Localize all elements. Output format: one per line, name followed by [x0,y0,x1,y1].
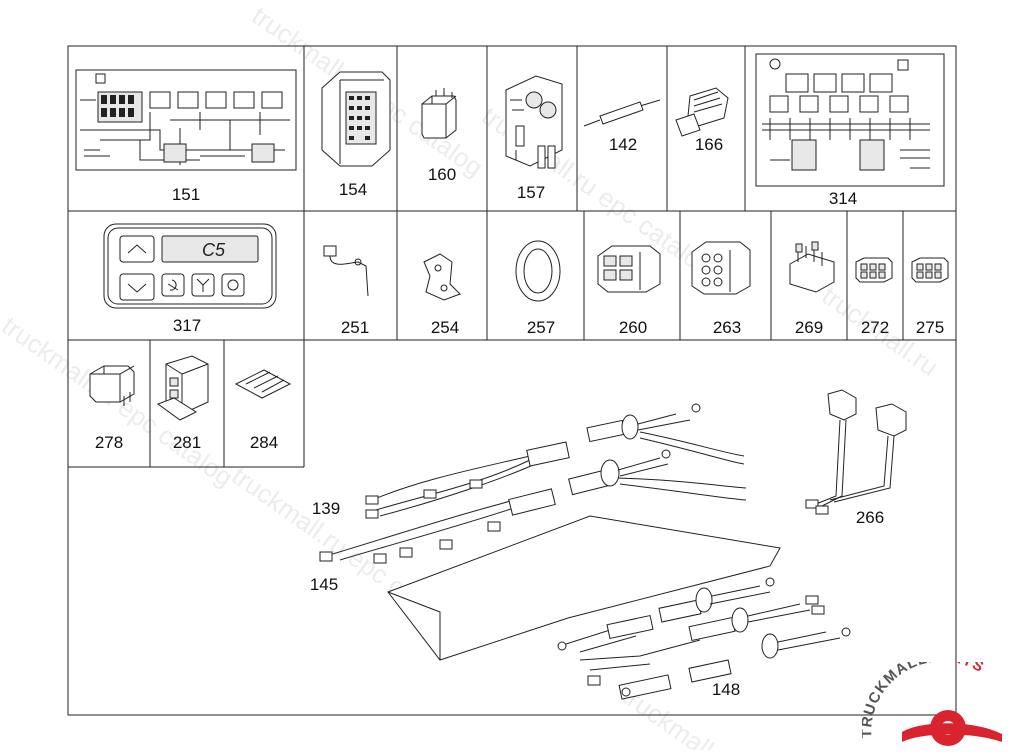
part-154-control-module[interactable]: 154 [321,71,391,199]
part-label: 251 [341,318,369,337]
part-label: 254 [431,318,459,337]
brand-name-part2: PARTS [927,662,988,676]
part-label: 151 [172,185,200,204]
part-139-wiring-harness[interactable]: 139 [312,403,745,519]
recirculation-icon [167,279,179,291]
part-label: 284 [250,433,278,452]
part-166-sensor[interactable]: 166 [675,87,729,154]
display-screen [161,235,259,263]
part-label: 275 [916,318,944,337]
gear-icon [902,710,1002,746]
part-label: 266 [856,508,884,527]
up-button[interactable] [119,235,155,263]
part-label: 278 [95,433,123,452]
part-254-bracket[interactable]: 254 [423,253,461,337]
chevron-up-icon [127,244,147,254]
part-151-circuit-board[interactable]: 151 [75,69,297,204]
heat-button[interactable] [221,273,245,297]
sun-icon [227,279,239,291]
part-260-connector[interactable]: 260 [597,245,661,337]
part-label: 160 [428,165,456,184]
mode-button[interactable] [161,273,185,297]
part-label: 317 [173,316,201,335]
part-281-relay-holder[interactable]: 281 [156,355,209,452]
part-142-fuse[interactable]: 142 [583,99,661,154]
part-314-control-board[interactable]: 314 [755,53,945,208]
display-text: C5 [202,240,226,260]
part-263-connector[interactable]: 263 [691,241,751,337]
part-145-wiring-harness[interactable]: 145 [310,449,747,594]
part-266-wiring-harness[interactable]: 266 [805,389,907,527]
part-257-seal-ring[interactable]: 257 [515,240,561,337]
part-label: 257 [527,318,555,337]
part-label: 148 [712,680,740,699]
down-button[interactable] [119,273,155,301]
chevron-down-icon [127,283,147,293]
fan-icon [196,278,210,292]
part-label: 263 [713,318,741,337]
part-label: 281 [173,433,201,452]
truckmall-parts-logo: TRUCKMALLPARTS [858,648,1022,750]
part-label: 157 [517,183,545,202]
part-157-power-board[interactable]: 157 [505,75,563,202]
housing-channel [387,515,781,661]
part-284-cable-clip[interactable]: 284 [234,369,292,452]
part-278-relay[interactable]: 278 [89,365,135,452]
part-label: 142 [609,135,637,154]
part-160-relay[interactable]: 160 [421,88,457,184]
part-251-temperature-sensor[interactable]: 251 [323,245,369,337]
part-272-connector[interactable]: 272 [855,257,893,337]
grid-lines [67,45,957,716]
part-label: 154 [339,180,367,199]
part-label: 145 [310,575,338,594]
part-269-relay-base[interactable]: 269 [789,241,835,337]
part-label: 269 [795,318,823,337]
part-275-connector[interactable]: 275 [911,257,949,337]
part-label: 139 [312,499,340,518]
part-label: 260 [619,318,647,337]
part-label: 272 [861,318,889,337]
part-label: 166 [695,135,723,154]
part-label: 314 [829,189,857,208]
part-317-control-panel[interactable]: C5 317 [103,223,277,335]
part-148-wiring-harness[interactable]: 148 [557,577,851,700]
